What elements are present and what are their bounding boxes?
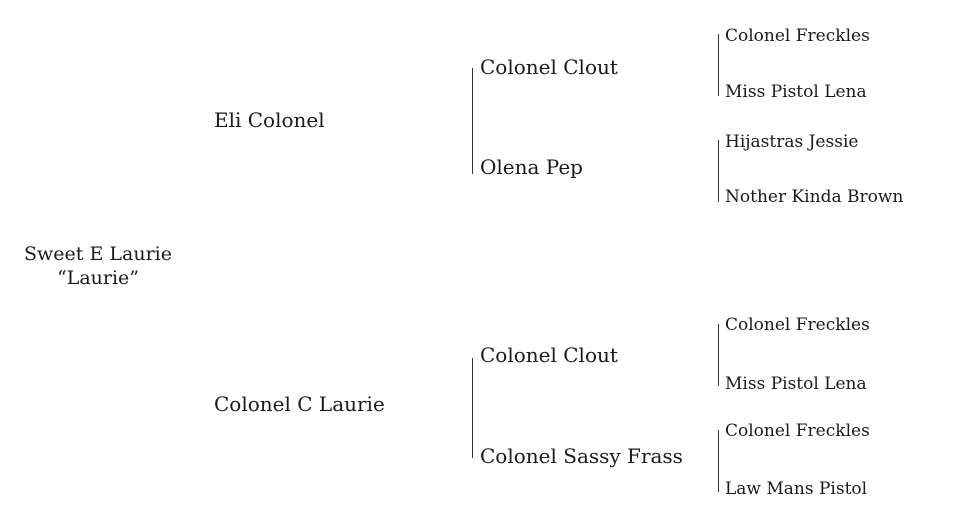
sire-dam-parents-bracket <box>718 140 719 202</box>
sire: Eli Colonel <box>214 108 325 132</box>
dam-sire-dam: Miss Pistol Lena <box>725 374 867 394</box>
subject-name: Sweet E Laurie <box>24 243 172 265</box>
sire-dam-sire: Hijastras Jessie <box>725 132 859 152</box>
dam-dam-dam: Law Mans Pistol <box>725 479 868 499</box>
dam: Colonel C Laurie <box>214 392 385 416</box>
sire-parents-bracket <box>472 68 473 174</box>
sire-sire-parents-bracket <box>718 34 719 96</box>
dam-dam: Colonel Sassy Frass <box>480 444 683 468</box>
subject-horse: Sweet E Laurie “Laurie” <box>10 242 186 290</box>
dam-sire: Colonel Clout <box>480 343 618 367</box>
subject-nickname: “Laurie” <box>56 267 139 289</box>
dam-parents-bracket <box>472 358 473 458</box>
sire-dam: Olena Pep <box>480 155 583 179</box>
sire-sire-sire: Colonel Freckles <box>725 26 870 46</box>
dam-dam-parents-bracket <box>718 430 719 492</box>
dam-sire-parents-bracket <box>718 324 719 386</box>
sire-dam-dam: Nother Kinda Brown <box>725 187 904 207</box>
sire-sire-dam: Miss Pistol Lena <box>725 82 867 102</box>
sire-sire: Colonel Clout <box>480 55 618 79</box>
dam-dam-sire: Colonel Freckles <box>725 421 870 441</box>
dam-sire-sire: Colonel Freckles <box>725 315 870 335</box>
